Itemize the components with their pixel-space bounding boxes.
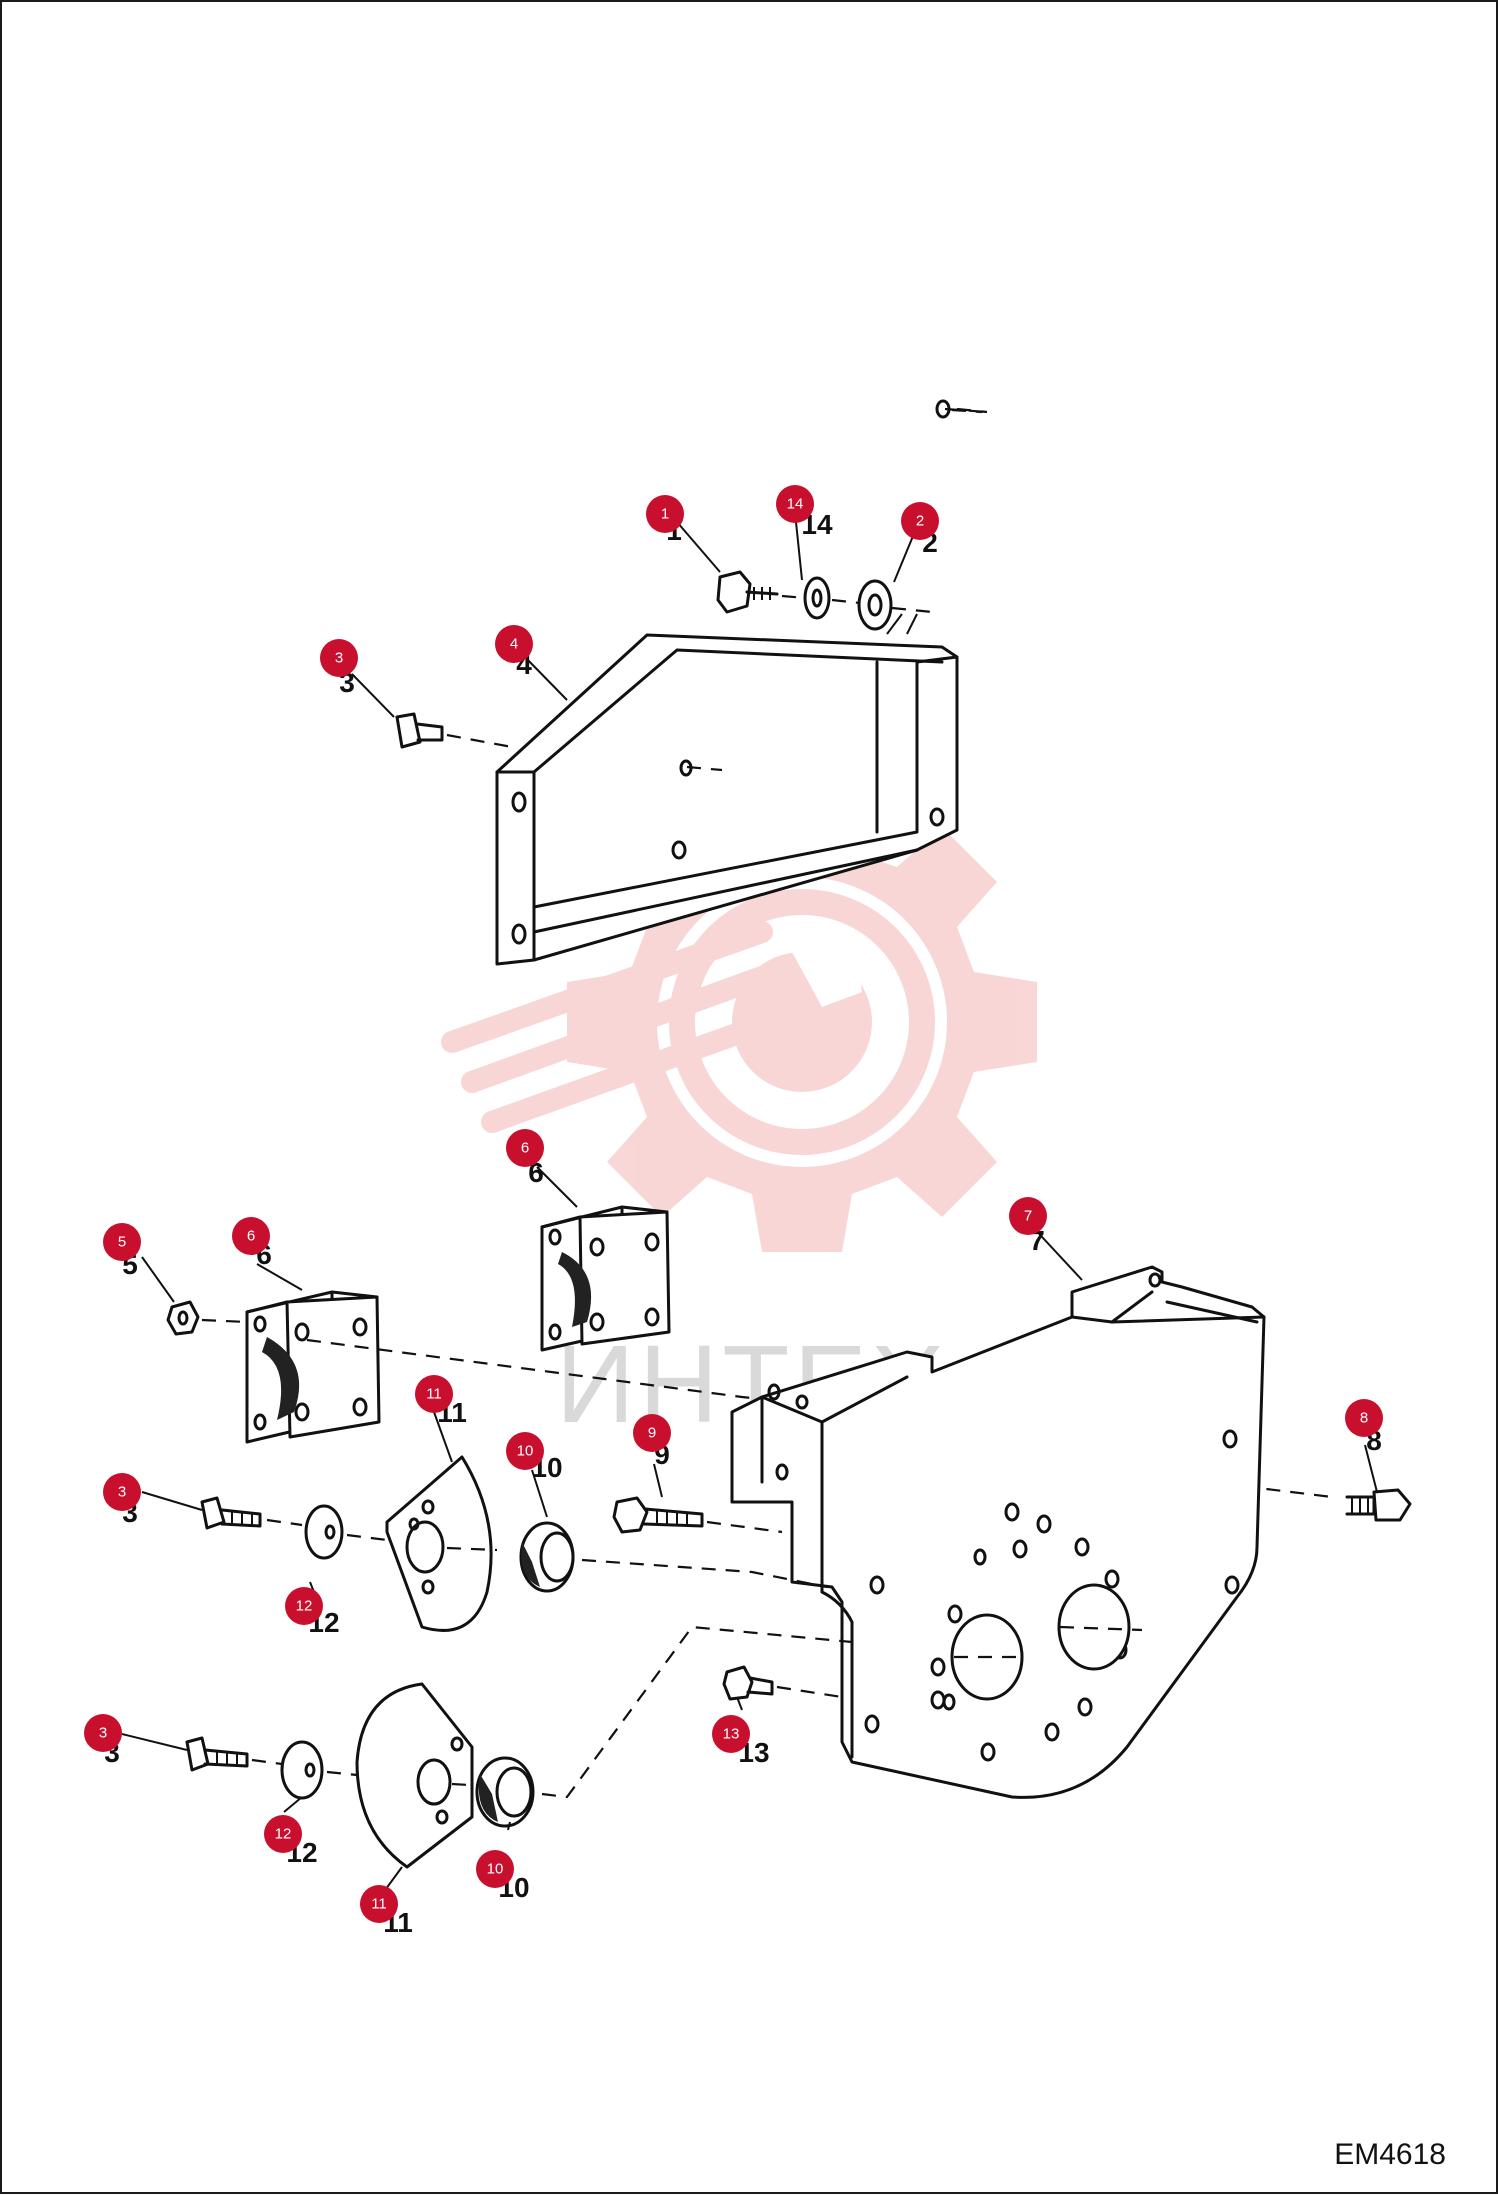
upper-bracket-part — [495, 399, 959, 966]
svg-text:5: 5 — [118, 1234, 126, 1251]
callout-14[interactable]: 14 — [776, 485, 814, 523]
bolt-9 — [612, 1496, 783, 1534]
leader-lines — [121, 521, 1378, 1898]
svg-text:11: 11 — [426, 1386, 442, 1403]
svg-text:8: 8 — [1360, 1410, 1368, 1427]
main-plate-part — [730, 1265, 1266, 1799]
callout-2[interactable]: 2 — [901, 502, 939, 540]
svg-text:2: 2 — [916, 513, 924, 530]
callout-4[interactable]: 4 — [495, 625, 533, 663]
svg-text:3: 3 — [118, 1484, 126, 1501]
callout-13[interactable]: 13 — [712, 1715, 750, 1753]
callout-1[interactable]: 1 — [646, 495, 684, 533]
callout-12-upper[interactable]: 12 — [285, 1587, 323, 1625]
svg-text:9: 9 — [648, 1425, 656, 1442]
callout-markers: 1 14 2 3 4 6 5 6 7 11 10 9 8 3 12 13 3 1… — [84, 485, 1383, 1923]
callout-6-upper[interactable]: 6 — [506, 1129, 544, 1167]
callout-7[interactable]: 7 — [1009, 1197, 1047, 1235]
svg-text:13: 13 — [723, 1726, 740, 1743]
rubber-mount-upper — [540, 1205, 671, 1352]
svg-text:10: 10 — [487, 1861, 504, 1878]
callout-6-left[interactable]: 6 — [232, 1217, 270, 1255]
svg-text:3: 3 — [335, 650, 343, 667]
callout-11-upper[interactable]: 11 — [415, 1375, 453, 1413]
cam-row-lower — [185, 1625, 853, 1869]
ghost-part-numbers: 1 14 2 3 4 6 5 6 7 11 10 9 8 3 12 13 3 1… — [104, 509, 1382, 1938]
hardware-top-group — [716, 408, 983, 635]
svg-text:4: 4 — [510, 636, 518, 653]
rubber-mount-left — [245, 1290, 381, 1444]
callout-10-upper[interactable]: 10 — [506, 1432, 544, 1470]
bolt-8 — [1345, 1488, 1412, 1522]
svg-text:1: 1 — [661, 506, 669, 523]
svg-text:3: 3 — [99, 1725, 107, 1742]
dashed-line-bracket-pin — [686, 765, 723, 772]
svg-text:12: 12 — [296, 1598, 313, 1615]
svg-text:7: 7 — [1024, 1208, 1032, 1225]
svg-text:6: 6 — [247, 1228, 255, 1245]
callout-5[interactable]: 5 — [103, 1223, 141, 1261]
callout-10-lower[interactable]: 10 — [476, 1850, 514, 1888]
callout-3-lower[interactable]: 3 — [84, 1714, 122, 1752]
cam-row-upper — [200, 1455, 828, 1632]
callout-8[interactable]: 8 — [1345, 1399, 1383, 1437]
callout-9[interactable]: 9 — [633, 1414, 671, 1452]
svg-text:14: 14 — [787, 496, 804, 513]
svg-text:11: 11 — [371, 1896, 387, 1913]
callout-11-lower[interactable]: 11 — [360, 1885, 398, 1923]
svg-text:6: 6 — [521, 1140, 529, 1157]
svg-text:10: 10 — [517, 1443, 534, 1460]
screw-13 — [722, 1665, 843, 1701]
callout-3-mid[interactable]: 3 — [103, 1473, 141, 1511]
callout-12-lower[interactable]: 12 — [264, 1815, 302, 1853]
svg-text:12: 12 — [275, 1826, 292, 1843]
figure-code: EM4618 — [1334, 2138, 1446, 2171]
nut-5 — [166, 1300, 200, 1336]
callout-3[interactable]: 3 — [320, 639, 358, 677]
screw-upper — [395, 712, 513, 749]
